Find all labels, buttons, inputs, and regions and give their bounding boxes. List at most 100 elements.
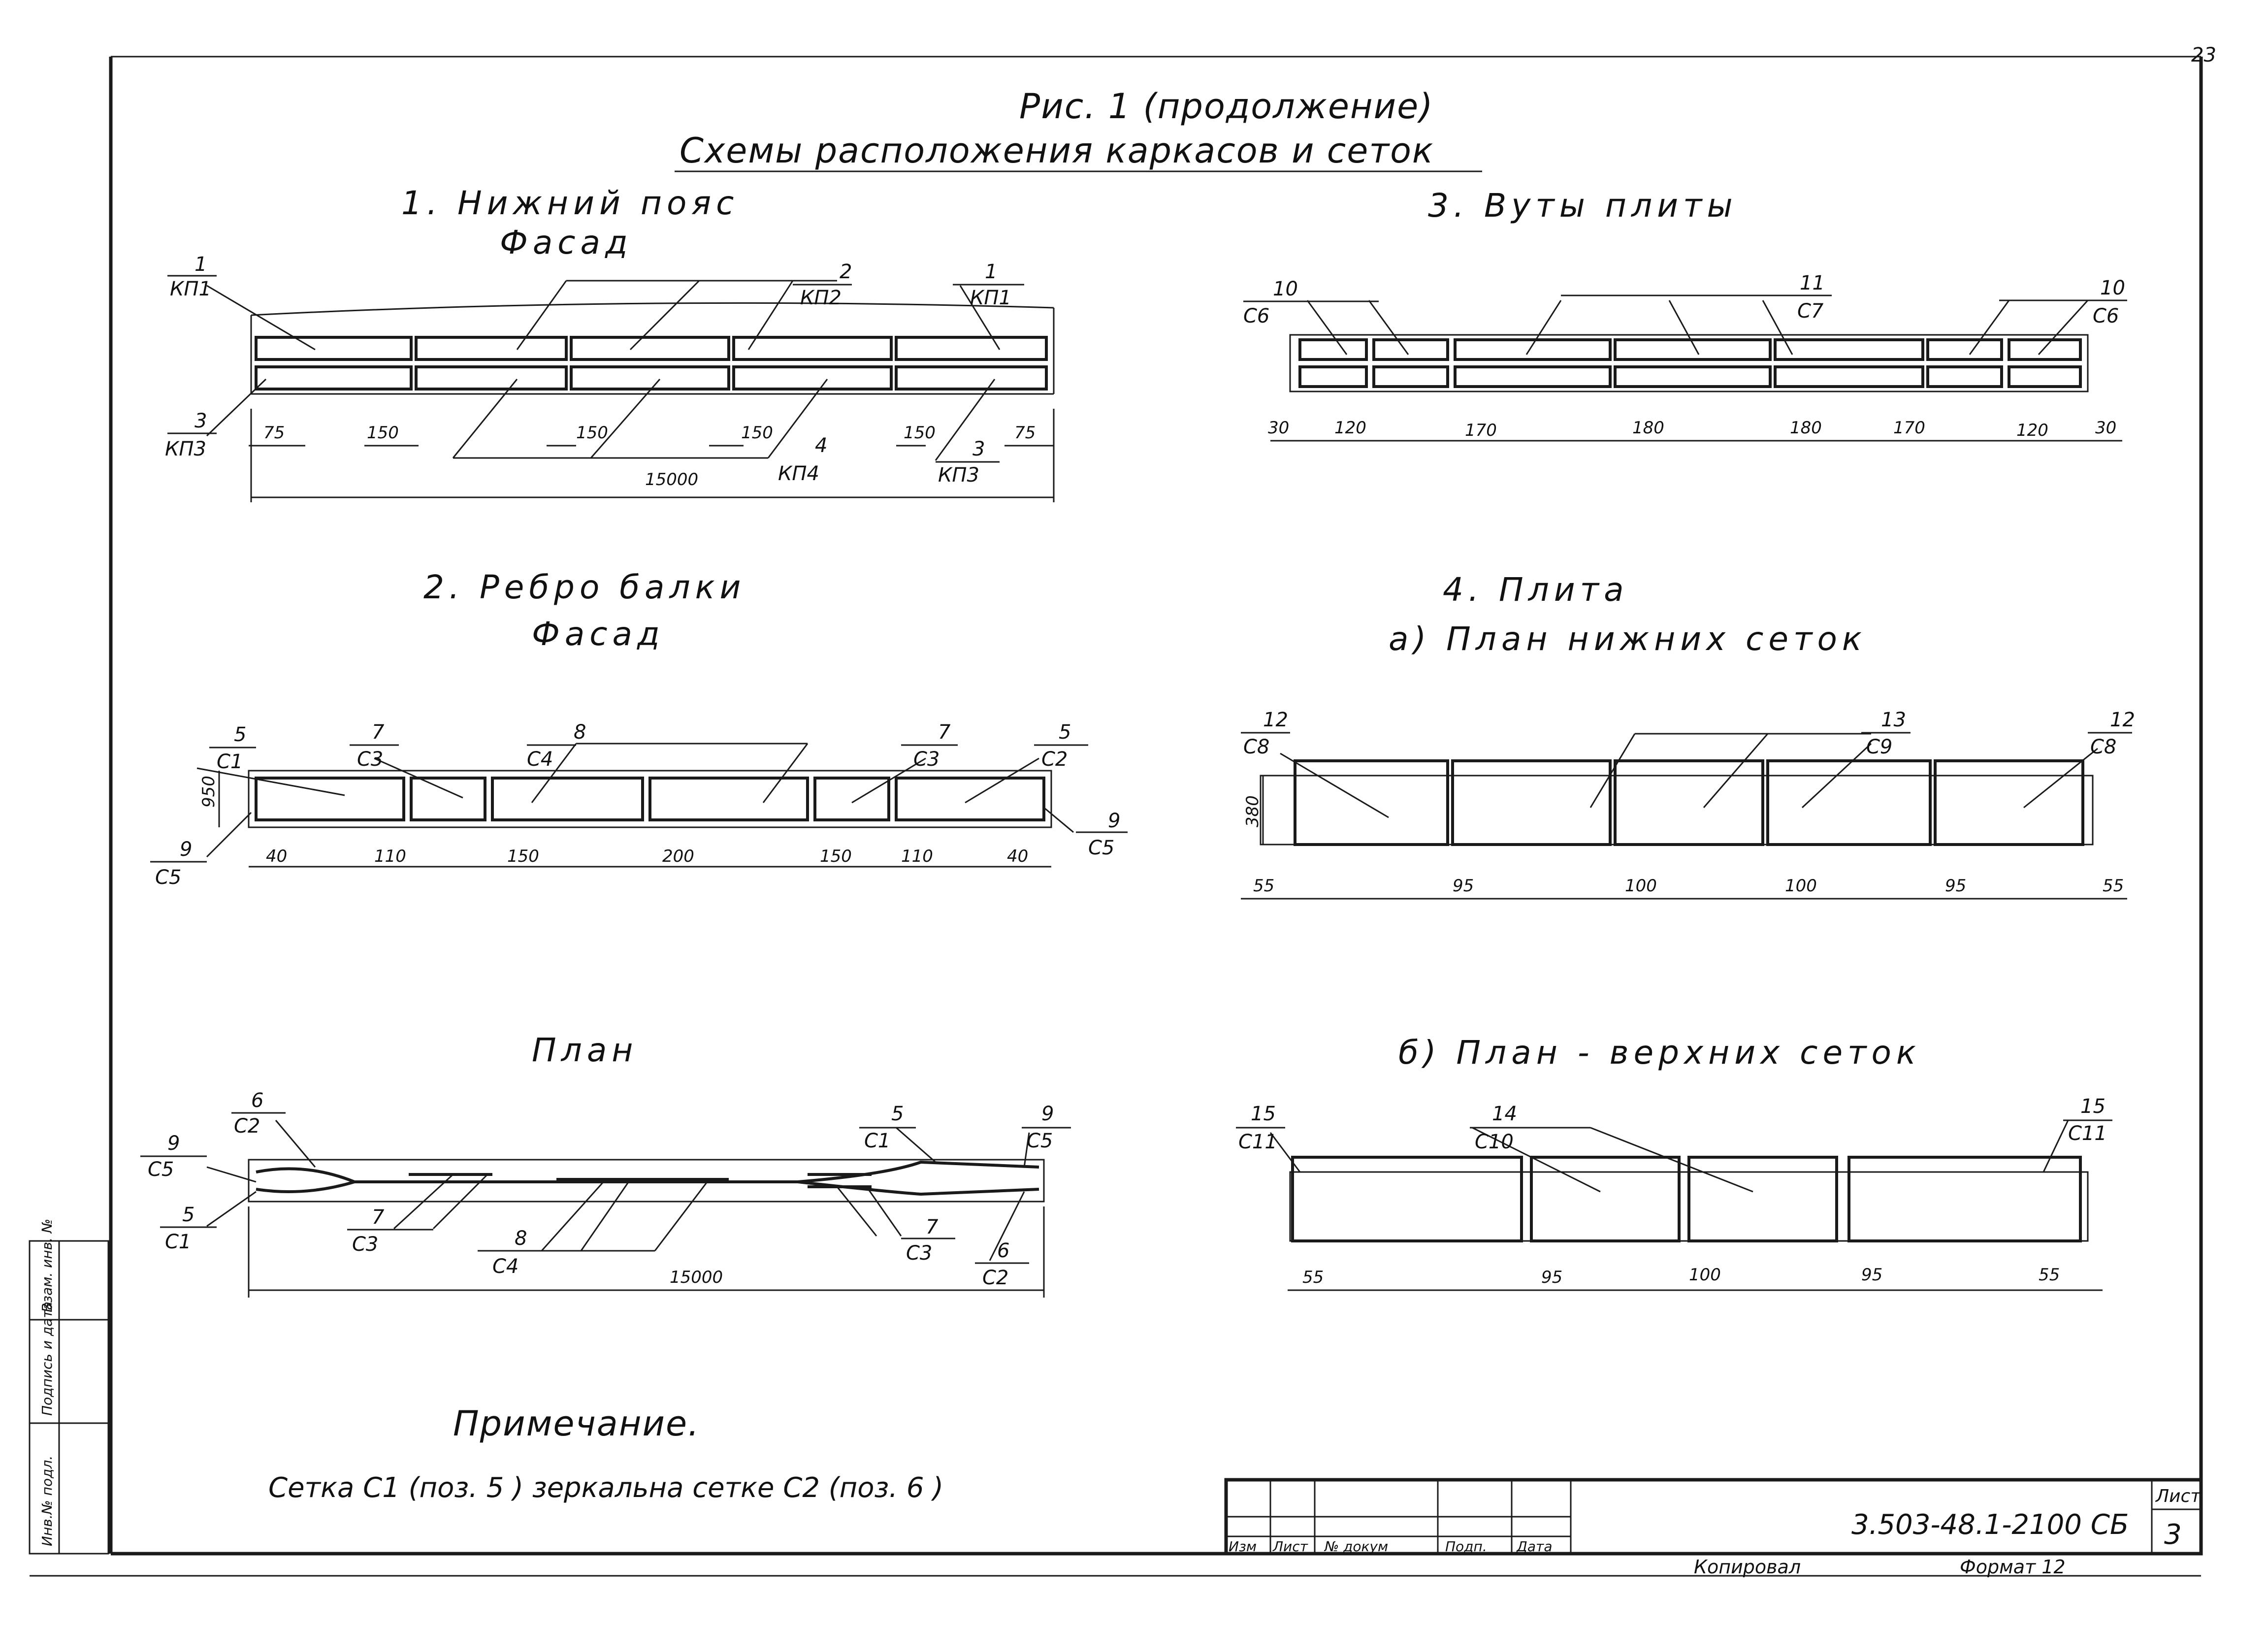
- dim: 150: [904, 423, 936, 443]
- callout-mark: С11: [2068, 1122, 2107, 1145]
- callout-pos: 10: [1273, 278, 1298, 300]
- callout-pos: 5: [234, 723, 246, 746]
- section1-view: Фасад: [500, 224, 633, 261]
- section-beam-rib: 2. Ребро балки Фасад 5 С1 7 С3 8 С4 7 С3…: [150, 568, 1128, 889]
- cage-kp4-1: [415, 365, 568, 391]
- dim: 55: [1302, 1268, 1324, 1287]
- callout-pos: 14: [1492, 1103, 1517, 1125]
- section1-title: 1. Нижний пояс: [401, 184, 739, 222]
- callout-pos: 9: [1108, 810, 1120, 832]
- stamp-label: Подпись и дата: [39, 1302, 55, 1416]
- callout-pos: 5: [891, 1103, 904, 1125]
- mesh-c2: [895, 777, 1045, 821]
- cage-kp1-left: [255, 336, 413, 361]
- callout-pos: 3: [972, 438, 985, 460]
- callout-mark: С3: [906, 1242, 932, 1265]
- note-text: Сетка С1 (поз. 5 ) зеркальна сетке С2 (п…: [268, 1472, 943, 1504]
- callout-mark: С11: [1238, 1131, 1277, 1153]
- callout-mark: С2: [234, 1115, 260, 1138]
- sheet-label: Лист: [2155, 1486, 2201, 1506]
- section-slab-haunches: 3. Вуты плиты 10 С6 11 С7 10 С6 30: [1243, 187, 2127, 442]
- mesh-c9-2: [1614, 759, 1764, 846]
- callout-pos: 9: [1041, 1103, 1054, 1125]
- callout-mark: КП4: [778, 462, 819, 485]
- callout-pos: 7: [926, 1216, 939, 1238]
- callout-pos: 6: [997, 1239, 1009, 1262]
- callout-pos: 4: [815, 434, 827, 457]
- copied-by: Копировал: [1694, 1556, 1801, 1578]
- mesh-c7-3: [1774, 338, 1924, 361]
- callout-pos: 1: [194, 253, 207, 276]
- callout-mark: С1: [217, 750, 243, 773]
- callout-mark: С1: [165, 1231, 191, 1253]
- callout-pos: 9: [180, 838, 192, 861]
- callout-pos: 8: [515, 1227, 527, 1250]
- mesh-c10-1: [1530, 1156, 1681, 1242]
- dim: 150: [507, 847, 539, 866]
- tb-col: Лист: [1272, 1538, 1308, 1555]
- callout-pos: 12: [1263, 709, 1288, 731]
- mesh-c6-2: [1372, 338, 1449, 361]
- section2-view: Фасад: [532, 615, 665, 653]
- callout-pos: 2: [840, 260, 852, 283]
- figure-title: Рис. 1 (продолжение): [1019, 86, 1434, 127]
- mesh-c6-3: [1926, 338, 2003, 361]
- tb-col: № докум: [1324, 1538, 1388, 1555]
- mesh-c8-right: [1934, 759, 2084, 846]
- cage-kp2-3: [732, 336, 893, 361]
- mesh-c3-left: [410, 777, 486, 821]
- callout-pos: 15: [1251, 1103, 1276, 1125]
- dim: 30: [2095, 418, 2116, 438]
- callout-mark: С2: [982, 1267, 1008, 1289]
- height-dim: 950: [199, 776, 219, 808]
- tb-col: Подп.: [1445, 1538, 1487, 1555]
- mesh-c10-2: [1687, 1156, 1838, 1242]
- dim: 180: [1632, 418, 1664, 438]
- callout-pos: 7: [372, 721, 385, 744]
- callout-pos: 9: [167, 1132, 180, 1155]
- callout-mark: КП1: [170, 278, 211, 300]
- dim: 40: [1007, 847, 1028, 866]
- dim: 120: [1334, 418, 1366, 438]
- callout-mark: С8: [2090, 736, 2116, 758]
- stamp-label: Взам. инв. №: [39, 1219, 55, 1312]
- mesh-c9-1: [1451, 759, 1612, 846]
- cage-kp2-1: [415, 336, 568, 361]
- drawing-code: 3.503-48.1-2100 СБ: [1851, 1509, 2129, 1541]
- callout-pos: 12: [2110, 709, 2135, 731]
- callout-pos: 7: [938, 721, 951, 744]
- callout-pos: 6: [251, 1089, 263, 1112]
- dim: 170: [1893, 418, 1925, 438]
- callout-mark: С5: [1027, 1130, 1053, 1152]
- callout-mark: С2: [1041, 748, 1068, 771]
- dim: 100: [1785, 876, 1817, 896]
- callout-pos: 7: [372, 1206, 385, 1229]
- dim: 110: [901, 847, 933, 866]
- callout-mark: С10: [1475, 1131, 1514, 1153]
- stamp-label: Инв.№ подл.: [39, 1456, 55, 1546]
- callout-pos: 1: [985, 260, 997, 283]
- section3-title: 3. Вуты плиты: [1428, 187, 1738, 225]
- dim: 95: [1541, 1268, 1562, 1287]
- section-bottom-chord: 1. Нижний пояс Фасад 1 К: [165, 184, 1055, 502]
- section4-title: 4. Плита: [1443, 571, 1629, 609]
- cage-kp1-right: [895, 336, 1048, 361]
- mesh-c4-2: [648, 777, 809, 821]
- cage-kp3-right: [895, 365, 1048, 391]
- mesh-c9-3: [1766, 759, 1932, 846]
- sheet-corner-number: 23: [2191, 44, 2216, 66]
- section4-subtitle-b: б) План - верхних сеток: [1398, 1034, 1921, 1072]
- dim: 150: [367, 423, 399, 443]
- callout-pos: 13: [1881, 709, 1906, 731]
- dim: 30: [1268, 418, 1289, 438]
- dim: 95: [1861, 1265, 1882, 1285]
- dim: 75: [263, 423, 285, 443]
- callout-pos: 5: [182, 1204, 194, 1226]
- mesh-c6-4: [2008, 338, 2082, 361]
- dim-overall: 15000: [645, 470, 698, 489]
- callout-pos: 5: [1059, 721, 1071, 744]
- callout-mark: С9: [1866, 736, 1892, 758]
- section-slab-lower-meshes: 4. Плита а) План нижних сеток 12 С8 13 С…: [1241, 571, 2135, 900]
- callout-mark: С3: [913, 748, 940, 771]
